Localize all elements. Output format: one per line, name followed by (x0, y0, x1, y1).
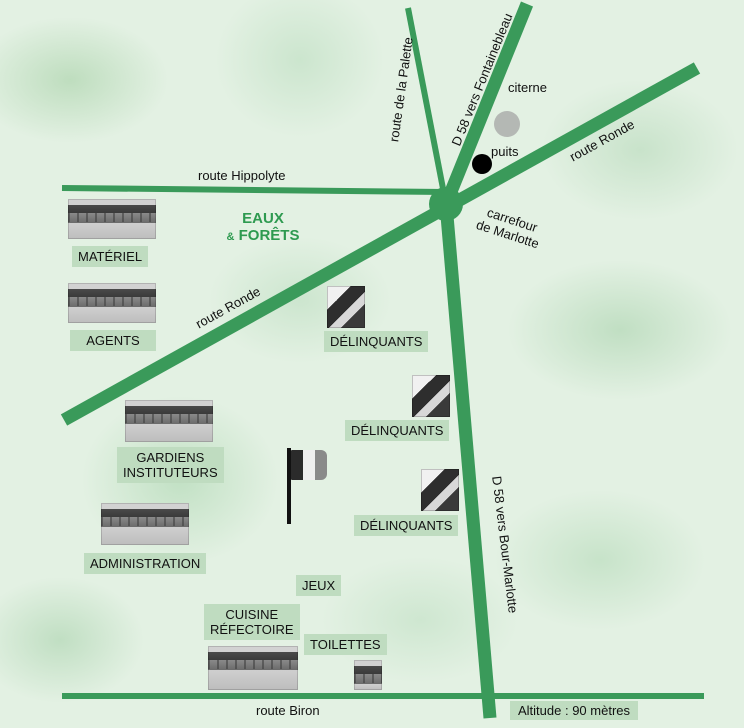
delinquants-2-hut-photo (412, 375, 450, 417)
materiel-building-photo (68, 199, 156, 239)
altitude-plaque: Altitude : 90 mètres (510, 701, 638, 720)
toilettes-building-photo (354, 660, 382, 690)
delinquants-3-plaque: DÉLINQUANTS (354, 515, 459, 536)
road-ronde (60, 62, 701, 426)
well-dot-icon (472, 154, 492, 174)
title-line1: EAUX (242, 210, 284, 227)
label-hippolyte: route Hippolyte (198, 168, 286, 183)
label-biron: route Biron (256, 703, 320, 718)
cuisine-plaque: CUISINE RÉFECTOIRE (204, 604, 300, 640)
toilettes-plaque: TOILETTES (304, 634, 387, 655)
delinquants-1-plaque: DÉLINQUANTS (324, 331, 429, 352)
delinquants-2-plaque: DÉLINQUANTS (345, 420, 450, 441)
gardiens-building-photo (125, 400, 213, 442)
road-hippolyte (61, 185, 447, 195)
agents-plaque: AGENTS (70, 330, 156, 351)
delinquants-3-hut-photo (421, 469, 459, 511)
jeux-plaque: JEUX (296, 575, 342, 596)
title-line2: FORÊTS (238, 227, 300, 244)
label-citerne: citerne (508, 80, 548, 95)
gardiens-plaque: GARDIENS INSTITUTEURS (117, 447, 224, 483)
materiel-plaque: MATÉRIEL (72, 246, 149, 267)
flagpole (287, 448, 291, 524)
road-fontainebleau (439, 1, 534, 207)
flag-icon (291, 450, 327, 480)
cuisine-building-photo (208, 646, 298, 690)
administration-building-photo (101, 503, 189, 545)
delinquants-1-hut-photo (327, 286, 365, 328)
label-puits: puits (491, 144, 519, 159)
agents-building-photo (68, 283, 156, 323)
title-amp: & (226, 231, 235, 243)
road-bour-marlotte (439, 203, 497, 719)
road-palette (405, 7, 449, 205)
cistern-dot-icon (494, 111, 520, 137)
carrefour-marker (429, 187, 463, 221)
administration-plaque: ADMINISTRATION (84, 553, 207, 574)
eaux-forets-title: EAUX & FORÊTS (218, 210, 308, 246)
